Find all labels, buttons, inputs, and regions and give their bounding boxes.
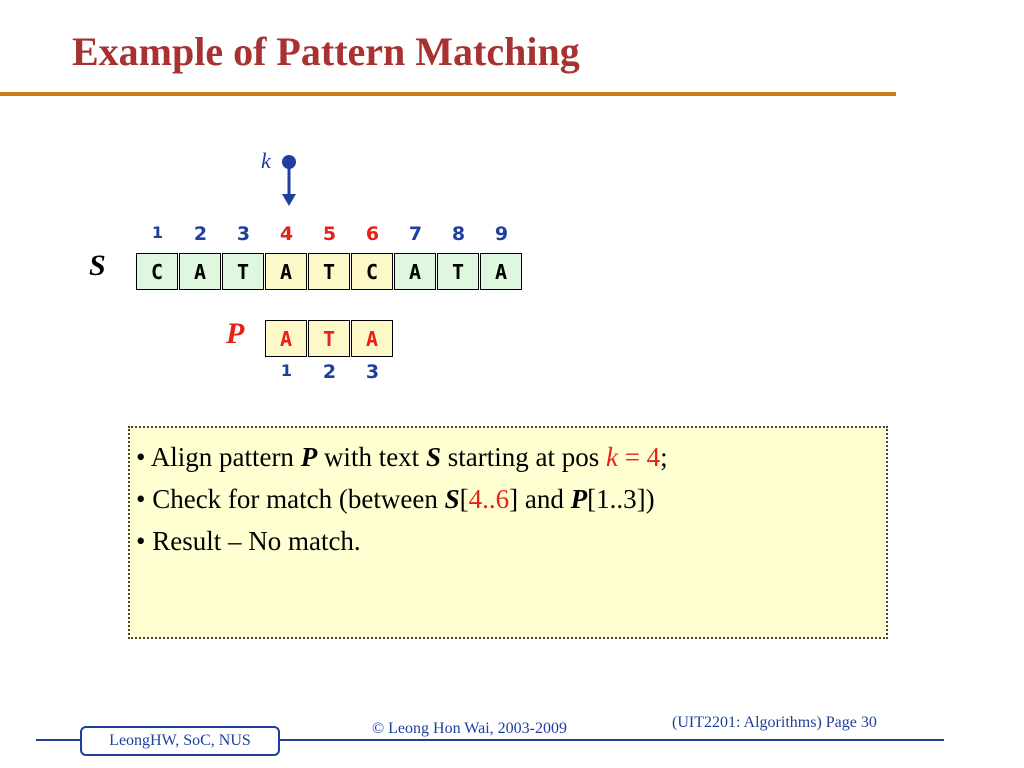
s-cell: T (437, 253, 479, 290)
bullet-text: starting at pos (440, 442, 606, 472)
s-cell: T (308, 253, 350, 290)
k-pointer-dot (282, 155, 296, 169)
s-cell: A (179, 253, 221, 290)
k-ref: k (605, 442, 618, 472)
p-index: 1 (280, 361, 293, 380)
text-ref: S (444, 484, 460, 514)
bullet-check: • Check for match (between S[4..6] and P… (136, 478, 886, 520)
s-cell: A (480, 253, 522, 290)
s-cell: C (351, 253, 393, 290)
bullet-mark: • (136, 526, 146, 556)
pattern-ref: P (570, 484, 588, 514)
k-down-arrow-icon (282, 166, 296, 206)
title-underline (0, 92, 896, 96)
bullet-text: ] and (509, 484, 571, 514)
slide-title: Example of Pattern Matching (72, 29, 580, 74)
s-cell: C (136, 253, 178, 290)
s-index: 5 (322, 223, 337, 245)
s-index: 1 (151, 223, 164, 242)
k-value: = 4 (617, 442, 661, 472)
pattern-p-label: P (226, 317, 245, 350)
bullet-align: • Align pattern P with text S starting a… (136, 436, 886, 478)
bullet-text: with text (317, 442, 426, 472)
k-pointer-label: k (261, 148, 271, 173)
footer-author-tag: LeongHW, SoC, NUS (80, 726, 280, 756)
bullet-text: [1..3]) (587, 484, 655, 514)
s-index: 7 (408, 223, 423, 245)
s-index: 3 (236, 223, 251, 245)
explanation-box: • Align pattern P with text S starting a… (128, 426, 888, 639)
s-index: 4 (279, 223, 294, 245)
s-cell: T (222, 253, 264, 290)
footer-page-number: (UIT2201: Algorithms) Page 30 (672, 714, 877, 731)
p-cell: A (265, 320, 307, 357)
bullet-mark: • (136, 484, 146, 514)
p-index: 2 (322, 361, 337, 383)
s-index: 2 (193, 223, 208, 245)
s-cell: A (265, 253, 307, 290)
bullet-text: Result – No match. (152, 526, 361, 556)
s-index: 6 (365, 223, 380, 245)
p-cell: A (351, 320, 393, 357)
footer-rule (36, 739, 944, 741)
s-index: 8 (451, 223, 466, 245)
p-cell: T (308, 320, 350, 357)
bullet-mark: • (136, 442, 146, 472)
footer-copyright: © Leong Hon Wai, 2003-2009 (372, 720, 567, 737)
s-index: 9 (494, 223, 509, 245)
text-s-label: S (89, 249, 106, 282)
text-ref: S (425, 442, 441, 472)
bullet-text: ; (660, 442, 668, 472)
bullet-text: Check for match (between (152, 484, 445, 514)
bullet-result: • Result – No match. (136, 520, 886, 562)
range-ref: 4..6 (468, 484, 510, 514)
p-index: 3 (365, 361, 380, 383)
s-cell: A (394, 253, 436, 290)
pattern-ref: P (300, 442, 318, 472)
bullet-text: [ (459, 484, 469, 514)
bullet-text: Align pattern (150, 442, 301, 472)
